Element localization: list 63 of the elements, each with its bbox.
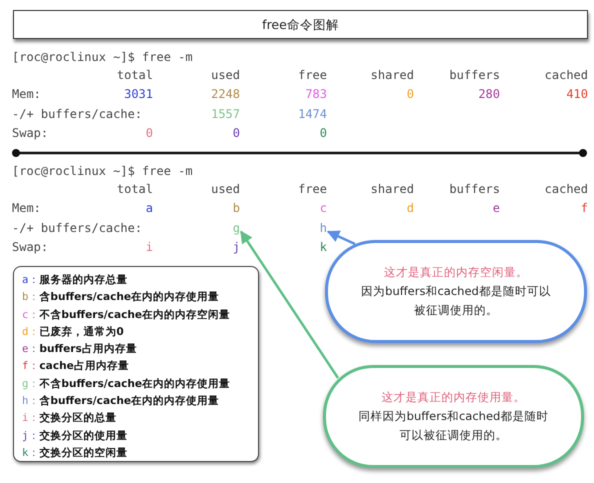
callout-bubble: [325, 240, 587, 343]
row-header: Mem:: [12, 200, 41, 217]
row-header: -/+ buffers/cache:: [12, 106, 142, 123]
column-header: cached: [544, 67, 588, 84]
value-letter: c: [320, 200, 327, 217]
legend-line: h：含buffers/cache在内的内存使用量: [22, 394, 220, 410]
legend-line: e：buffers占用内存量: [22, 342, 137, 358]
value-letter: f: [580, 200, 588, 217]
legend-line: f：cache占用内存量: [22, 359, 129, 374]
memory-value: 0: [146, 125, 153, 142]
value-letter: h: [320, 219, 327, 237]
column-header: total: [116, 67, 153, 84]
legend-box: [13, 266, 259, 462]
memory-value: 2248: [211, 86, 240, 103]
memory-value: 3031: [124, 86, 153, 103]
arrow: [240, 230, 340, 379]
column-header: total: [116, 181, 153, 198]
value-letter: b: [232, 200, 240, 217]
value-letter: e: [492, 200, 500, 217]
callout-text: 因为buffers和cached都是随时可以被征调使用的。: [360, 283, 552, 319]
value-letter: d: [406, 200, 414, 217]
column-header: free: [298, 67, 327, 84]
memory-value: 0: [320, 125, 327, 142]
column-header: buffers: [449, 181, 500, 198]
value-letter: g: [232, 219, 240, 237]
value-letter: k: [320, 239, 327, 256]
memory-value: 1474: [298, 106, 327, 123]
command-prompt: [roc@roclinux ~]$ free -m: [12, 49, 193, 66]
legend-line: b：含buffers/cache在内的内存使用量: [22, 290, 220, 306]
arrow: [326, 230, 356, 246]
legend-line: k：交换分区的空闲量: [22, 446, 128, 461]
value-letter: j: [232, 239, 240, 256]
callout-heading: 这才是真正的内存空闲量。: [383, 264, 529, 281]
row-header: Swap:: [12, 239, 48, 256]
memory-value: 0: [232, 125, 240, 142]
value-letter: i: [146, 239, 153, 256]
column-header: shared: [370, 67, 414, 84]
command-prompt: [roc@roclinux ~]$ free -m: [12, 163, 193, 180]
memory-value: 280: [478, 86, 500, 103]
memory-value: 783: [305, 86, 327, 103]
legend-line: d：已废弃，通常为0: [22, 324, 124, 340]
legend-line: a：服务器的内存总量: [22, 273, 128, 288]
memory-value: 410: [566, 86, 588, 103]
callout-bubble: [323, 365, 584, 468]
legend-line: g：不含buffers/cache在内的内存使用量: [22, 376, 230, 392]
legend-line: c：不含buffers/cache在内的内存空闲量: [22, 308, 230, 323]
row-header: Mem:: [12, 86, 41, 103]
callout-text: 同样因为buffers和cached都是随时可以被征调使用的。: [358, 408, 550, 444]
column-header: used: [211, 181, 240, 198]
callout-heading: 这才是真正的内存使用量。: [380, 389, 526, 406]
memory-value: 1557: [211, 106, 240, 123]
legend-line: j：交换分区的使用量: [22, 428, 128, 444]
value-letter: a: [146, 200, 153, 217]
column-header: shared: [370, 181, 414, 198]
column-header: used: [211, 67, 240, 84]
title-bar: free命令图解: [13, 10, 588, 39]
row-header: Swap:: [12, 125, 48, 142]
column-header: buffers: [449, 67, 500, 84]
legend-line: i：交换分区的总量: [22, 410, 116, 426]
column-header: free: [298, 181, 327, 198]
memory-value: 0: [406, 86, 414, 103]
column-header: cached: [544, 181, 588, 198]
row-header: -/+ buffers/cache:: [12, 220, 142, 237]
